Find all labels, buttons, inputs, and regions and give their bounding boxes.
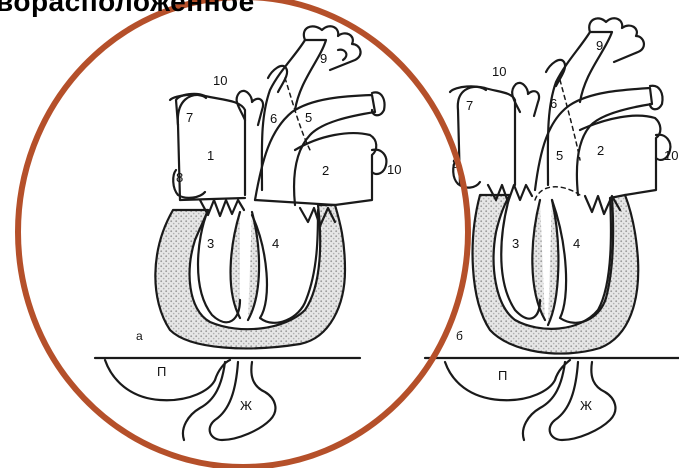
label-left-8: 8 bbox=[176, 170, 183, 185]
label-right-p: П bbox=[498, 368, 507, 383]
atrium-2-right bbox=[580, 116, 660, 195]
label-right-b: б bbox=[456, 329, 463, 343]
label-left-1: 1 bbox=[207, 148, 214, 163]
label-right-6: 6 bbox=[550, 96, 557, 111]
heart-right bbox=[425, 18, 679, 440]
label-right-10b: 10 bbox=[664, 148, 678, 163]
stomach-outline-left bbox=[183, 362, 275, 440]
vessel-10a-left bbox=[237, 91, 263, 125]
label-right-zh: Ж bbox=[580, 398, 592, 413]
label-right-4: 4 bbox=[573, 236, 580, 251]
liver-outline-left bbox=[105, 360, 230, 400]
septum-left bbox=[231, 212, 260, 320]
label-right-7: 7 bbox=[466, 98, 473, 113]
label-left-7: 7 bbox=[186, 110, 193, 125]
atrium-2-left bbox=[295, 133, 376, 205]
label-left-3: 3 bbox=[207, 236, 214, 251]
label-left-p: П bbox=[157, 364, 166, 379]
highlight-ellipse bbox=[18, 0, 468, 467]
heart-left bbox=[95, 26, 386, 440]
label-left-2: 2 bbox=[322, 163, 329, 178]
label-right-3: 3 bbox=[512, 236, 519, 251]
label-left-10a: 10 bbox=[213, 73, 227, 88]
label-left-9: 9 bbox=[320, 51, 327, 66]
label-left-a: а bbox=[136, 329, 143, 343]
label-left-zh: Ж bbox=[240, 398, 252, 413]
label-right-10a: 10 bbox=[492, 64, 506, 79]
label-left-10b: 10 bbox=[387, 162, 401, 177]
label-left-6: 6 bbox=[270, 111, 277, 126]
title-text: ворасположенное bbox=[0, 0, 255, 18]
tricuspid-valve-left bbox=[200, 200, 244, 216]
label-left-5: 5 bbox=[305, 110, 312, 125]
label-right-9: 9 bbox=[596, 38, 603, 53]
label-left-4: 4 bbox=[272, 236, 279, 251]
stomach-outline-right bbox=[523, 362, 615, 440]
liver-outline-right bbox=[445, 360, 570, 400]
label-right-5: 5 bbox=[556, 148, 563, 163]
label-right-2: 2 bbox=[597, 143, 604, 158]
